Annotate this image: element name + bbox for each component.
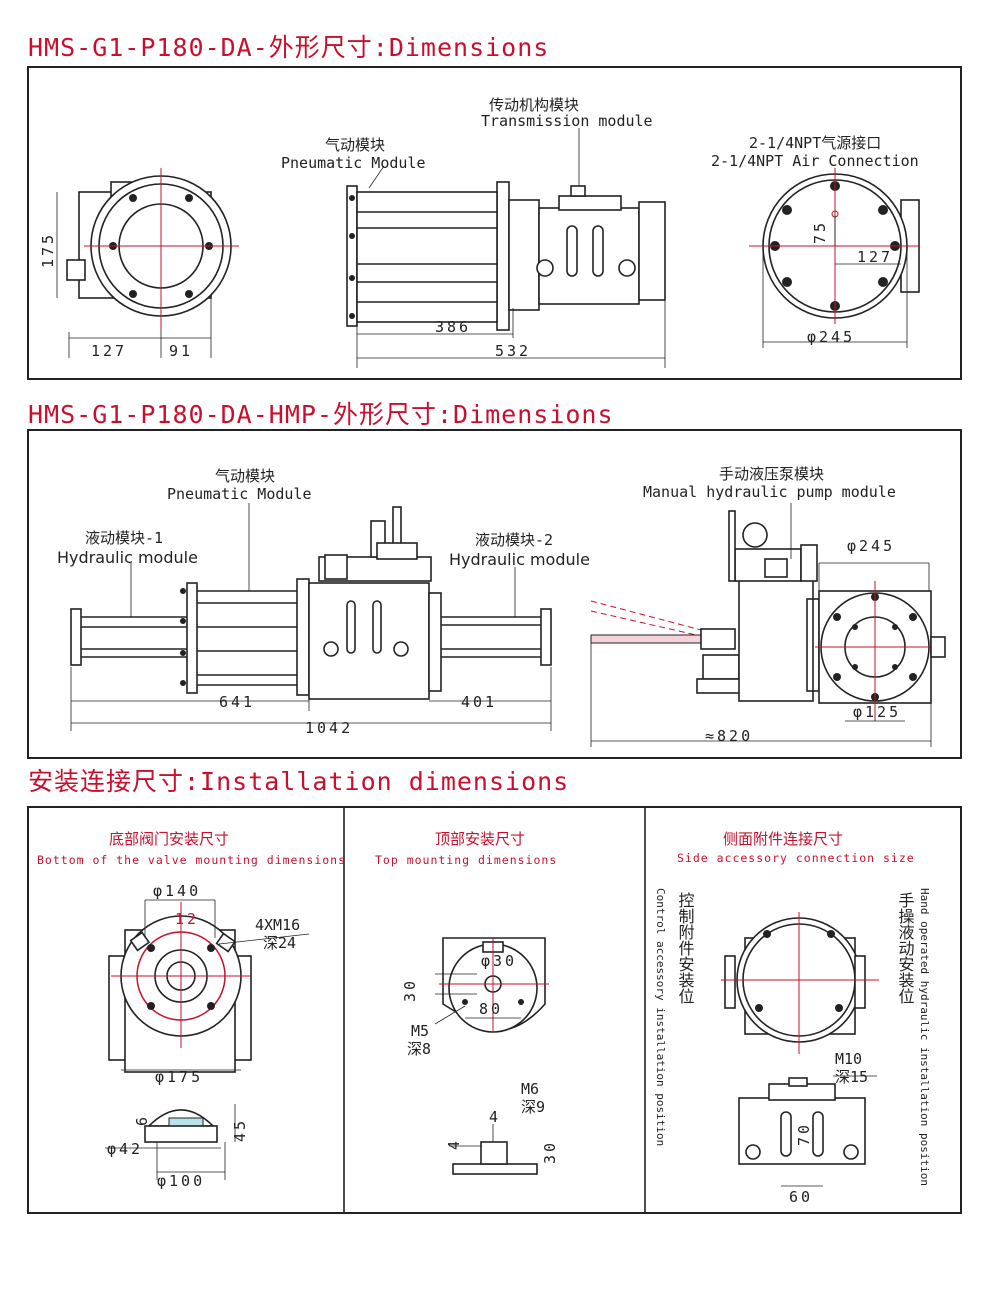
s1-end-view-right (749, 168, 920, 348)
s1-pneumatic-cn: 气动模块 (325, 136, 385, 154)
s2-pump-view (590, 503, 946, 747)
dim-127: 127 (91, 342, 127, 360)
s1-air-en: 2-1/4NPT Air Connection (711, 152, 919, 170)
dim-1042: 1042 (305, 719, 353, 737)
s3-side-view (721, 912, 879, 1187)
b-phi140: φ140 (153, 882, 201, 900)
b-phi42: φ42 (107, 1140, 143, 1158)
s-depth15: 深15 (835, 1068, 868, 1086)
b-phi175: φ175 (155, 1068, 203, 1086)
s-70: 70 (795, 1122, 813, 1146)
b-4xm16: 4XM16 (255, 916, 300, 934)
s-m10: M10 (835, 1050, 862, 1068)
section1-panel: 175 127 91 传动机构模块 Transmission module 气动… (27, 66, 962, 380)
s2-pneumatic-en: Pneumatic Module (167, 485, 312, 503)
s2-hyd1-en: Hydraulic module (57, 548, 198, 567)
t-phi30: φ30 (481, 952, 517, 970)
section2-drawing: 气动模块 Pneumatic Module 液动模块-1 Hydraulic m… (57, 465, 946, 747)
section3-drawing: 底部阀门安装尺寸 Bottom of the valve mounting di… (37, 808, 931, 1212)
s2-hyd2-en: Hydraulic module (449, 550, 590, 569)
t-4b: 4 (445, 1138, 463, 1150)
s1-pneumatic-en: Pneumatic Module (281, 154, 426, 172)
section2-panel: 气动模块 Pneumatic Module 液动模块-1 Hydraulic m… (27, 429, 962, 759)
section1-drawing: 175 127 91 传动机构模块 Transmission module 气动… (39, 96, 920, 368)
b-phi100: φ100 (157, 1172, 205, 1190)
dim-532: 532 (495, 342, 531, 360)
section3-title: 安装连接尺寸:Installation dimensions (28, 767, 570, 796)
s3-ctrl-cn: 控制附件安装位 (676, 892, 695, 1004)
section1-title: HMS-G1-P180-DA-外形尺寸:Dimensions (28, 33, 550, 62)
dim-s2-phi245: φ245 (847, 537, 895, 555)
s3-side-en: Side accessory connection size (677, 851, 915, 865)
dim-75: 75 (811, 220, 829, 244)
s2-hyd1-cn: 液动模块-1 (85, 529, 163, 547)
s2-pump-en: Manual hydraulic pump module (643, 483, 896, 501)
dim-phi245: φ245 (807, 328, 855, 346)
dim-386: 386 (435, 318, 471, 336)
dim-641: 641 (219, 693, 255, 711)
s2-hyd2-cn: 液动模块-2 (475, 531, 553, 549)
t-depth8: 深8 (407, 1040, 431, 1058)
s3-side-cn: 侧面附件连接尺寸 (723, 830, 843, 848)
t-4: 4 (489, 1108, 501, 1126)
b-6: 6 (133, 1114, 151, 1126)
s1-side-view (346, 128, 666, 368)
s3-top-cn: 顶部安装尺寸 (435, 830, 525, 848)
s3-ctrl-en: Control accessory installation position (654, 888, 667, 1146)
s3-bottom-en: Bottom of the valve mounting dimensions (37, 853, 346, 867)
section2-title: HMS-G1-P180-DA-HMP-外形尺寸:Dimensions (28, 400, 614, 429)
b-depth24: 深24 (263, 934, 296, 952)
s3-top-view (434, 937, 549, 1175)
t-depth9: 深9 (521, 1098, 545, 1116)
s3-bottom-view (105, 899, 310, 1180)
s3-top-en: Top mounting dimensions (375, 853, 557, 867)
section3-panel: 底部阀门安装尺寸 Bottom of the valve mounting di… (27, 806, 962, 1214)
t-m5: M5 (411, 1022, 429, 1040)
s-60: 60 (789, 1188, 813, 1206)
t-80: 80 (479, 1000, 503, 1018)
t-m6: M6 (521, 1080, 539, 1098)
s3-hand-cn: 手操液动安装位 (896, 892, 915, 1004)
t-30: 30 (401, 978, 419, 1002)
dim-401: 401 (461, 693, 497, 711)
b-45: 45 (231, 1118, 249, 1142)
s2-pump-cn: 手动液压泵模块 (719, 465, 824, 483)
s3-bottom-cn: 底部阀门安装尺寸 (109, 830, 229, 848)
s3-hand-en: Hand operated hydraulic installation pos… (918, 888, 931, 1186)
b-12: 12 (175, 910, 199, 928)
s1-transmission-en: Transmission module (481, 112, 653, 130)
s2-side-view (70, 503, 552, 731)
s2-pneumatic-cn: 气动模块 (215, 467, 275, 485)
dim-820: ≈820 (705, 727, 753, 745)
s1-end-view-left (56, 168, 239, 358)
dim-91: 91 (169, 342, 193, 360)
s1-transmission-cn: 传动机构模块 (489, 96, 579, 114)
dim-127b: 127 (857, 248, 893, 266)
dim-175: 175 (39, 232, 57, 268)
t-30b: 30 (541, 1140, 559, 1164)
dim-phi125: φ125 (853, 703, 901, 721)
s1-air-cn: 2-1/4NPT气源接口 (749, 134, 881, 152)
